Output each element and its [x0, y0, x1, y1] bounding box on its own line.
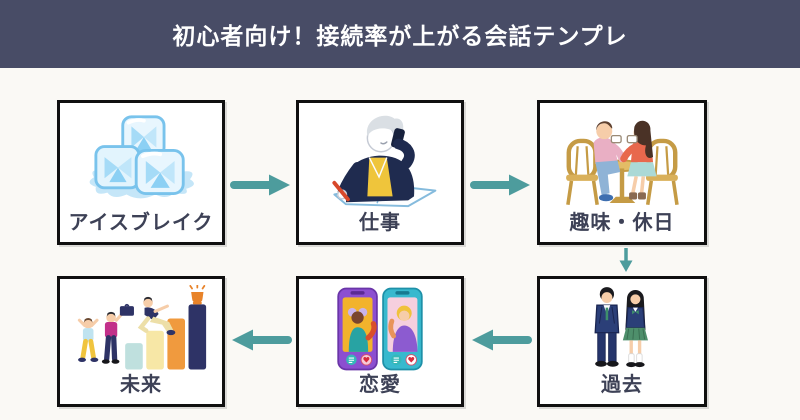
- ice-cubes-illustration: [60, 103, 222, 212]
- step-box-love: 恋愛: [296, 276, 464, 407]
- students-in-uniform-icon: [594, 286, 648, 367]
- step-label-work: 仕事: [359, 210, 401, 234]
- arrow-left-love-to-future-icon: [232, 329, 292, 351]
- step-label-hobby: 趣味・休日: [569, 210, 675, 234]
- header-banner: 初心者向け！接続率が上がる会話テンプレ: [0, 0, 800, 68]
- arrow-right-work-to-hobby-icon: [470, 174, 530, 196]
- dating-app-illustration: [299, 279, 461, 374]
- step-box-hobby: 趣味・休日: [537, 100, 707, 245]
- step-box-work: 仕事: [296, 100, 464, 245]
- arrow-down-hobby-to-past-icon: [619, 248, 633, 272]
- step-label-past: 過去: [601, 372, 643, 396]
- step-box-past: 過去: [537, 276, 707, 407]
- dating-app-phones-icon: [337, 287, 423, 370]
- step-box-future: 未来: [57, 276, 225, 407]
- businessperson-illustration: [299, 103, 461, 212]
- businessperson-on-phone-icon: [332, 115, 437, 207]
- step-label-love: 恋愛: [359, 372, 401, 396]
- step-label-future: 未来: [120, 372, 162, 396]
- arrow-left-past-to-love-icon: [472, 329, 532, 351]
- students-illustration: [540, 279, 704, 374]
- bar-chart-trophy-icon: [77, 284, 207, 369]
- step-box-icebreak: アイスブレイク: [57, 100, 225, 245]
- future-growth-illustration: [60, 279, 222, 374]
- ice-cubes-icon: [89, 114, 194, 198]
- couple-at-cafe-icon: [566, 120, 679, 205]
- step-label-icebreak: アイスブレイク: [68, 210, 214, 234]
- arrow-right-icebreak-to-work-icon: [230, 174, 290, 196]
- couple-cafe-illustration: [540, 103, 704, 212]
- page-title: 初心者向け！接続率が上がる会話テンプレ: [172, 24, 628, 50]
